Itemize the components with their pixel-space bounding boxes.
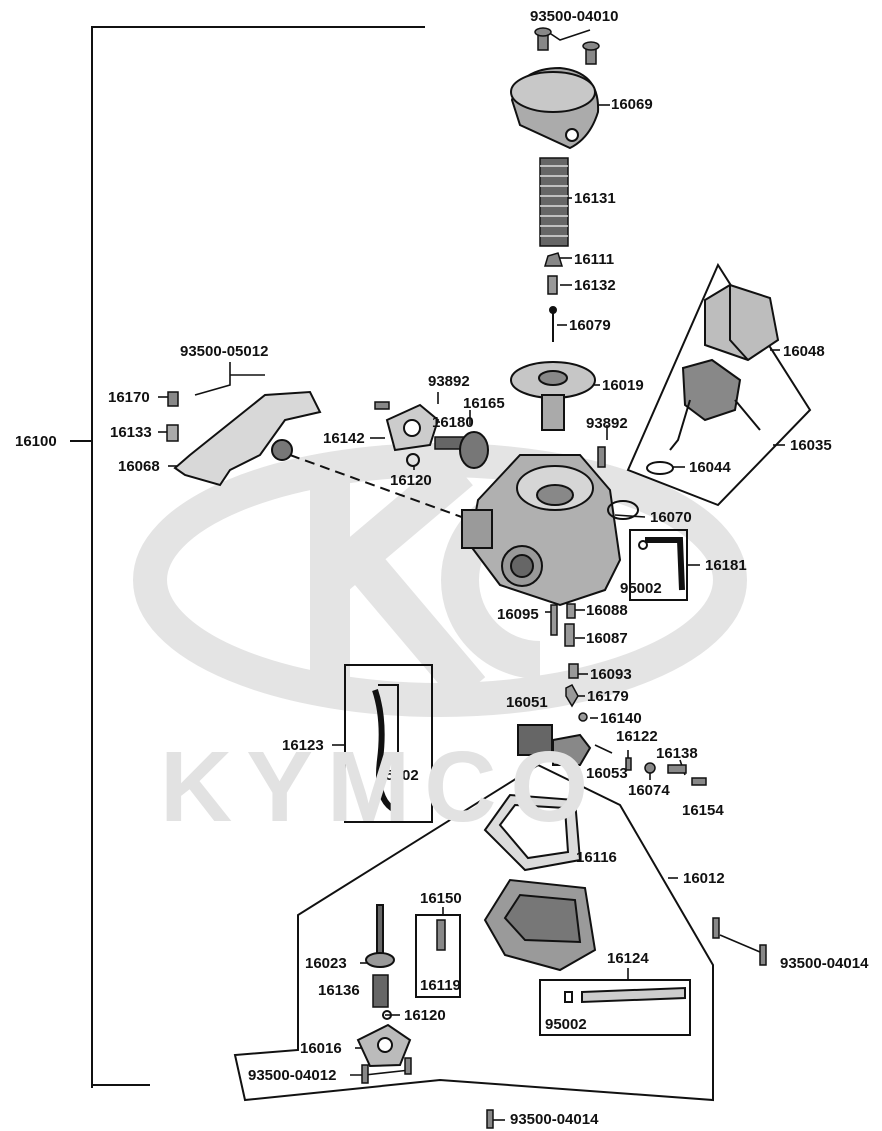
part-o-ring-16120-bottom	[382, 1010, 392, 1020]
label-93500-04014-bottom: 93500-04014	[510, 1111, 599, 1128]
label-16116: 16116	[576, 849, 617, 866]
label-16180: 16180	[432, 414, 474, 431]
label-16012: 16012	[683, 870, 725, 887]
part-sensor-16051	[517, 724, 592, 766]
label-16131: 16131	[574, 190, 616, 207]
part-needle-holder-16111	[543, 252, 564, 267]
label-95002-upper: 95002	[620, 580, 662, 597]
part-clip-16070	[607, 500, 639, 520]
part-needle-16150	[436, 919, 446, 951]
label-16111: 16111	[574, 251, 615, 268]
label-16053: 16053	[586, 765, 628, 782]
label-93500-04014-right: 93500-04014	[780, 955, 869, 972]
label-16088: 16088	[586, 602, 628, 619]
part-o-ring-16120-top	[406, 453, 420, 467]
label-16165: 16165	[463, 395, 505, 412]
group-box-16123	[344, 664, 433, 823]
part-spring-16132	[547, 275, 558, 295]
label-16035: 16035	[790, 437, 832, 454]
label-16150: 16150	[420, 890, 462, 907]
label-16181: 16181	[705, 557, 747, 574]
label-16120-upper: 16120	[390, 472, 432, 489]
part-gasket-16116	[483, 793, 582, 872]
part-spring-16131	[539, 157, 569, 247]
label-16132: 16132	[574, 277, 616, 294]
label-16070: 16070	[650, 509, 692, 526]
label-93500-04010: 93500-04010	[530, 8, 619, 25]
part-float-bowl-16012	[483, 878, 597, 972]
label-16120-lower: 16120	[404, 1007, 446, 1024]
part-plate-16142	[385, 403, 440, 452]
label-16123: 16123	[282, 737, 324, 754]
label-16154: 16154	[682, 802, 724, 819]
label-95002-lower: 95002	[545, 1016, 587, 1033]
label-16179: 16179	[587, 688, 629, 705]
part-diaphragm-16165	[459, 431, 489, 469]
label-16124: 16124	[607, 950, 649, 967]
label-16023: 16023	[305, 955, 347, 972]
label-16087: 16087	[586, 630, 628, 647]
watermark-text: KYMCO	[160, 731, 603, 843]
label-93500-04012: 93500-04012	[248, 1067, 337, 1084]
label-16138: 16138	[656, 745, 698, 762]
part-hose-16124	[564, 986, 686, 1004]
part-screw-93892	[374, 401, 606, 468]
part-choke-cap-16048	[704, 283, 780, 362]
label-16140: 16140	[600, 710, 642, 727]
label-93892-lower: 93892	[586, 415, 628, 432]
label-93500-05012: 93500-05012	[180, 343, 269, 360]
part-auto-choke-16035	[669, 358, 761, 451]
part-hose-16123	[372, 684, 399, 815]
part-plunger-16023	[365, 904, 395, 968]
label-16119: 16119	[420, 977, 461, 994]
part-spring-16136	[372, 974, 389, 1008]
group-outline-16035	[626, 262, 812, 507]
frame-lines	[70, 26, 425, 1088]
part-bracket-16068	[173, 390, 322, 487]
label-16016: 16016	[300, 1040, 342, 1057]
part-carburetor-body	[461, 454, 622, 607]
label-16019: 16019	[602, 377, 644, 394]
label-16051: 16051	[506, 694, 548, 711]
part-cover-16016	[356, 1023, 412, 1068]
label-16136: 16136	[318, 982, 360, 999]
part-jets	[550, 603, 588, 722]
label-16122: 16122	[616, 728, 658, 745]
label-16142: 16142	[323, 430, 365, 447]
group-box-16124	[539, 979, 691, 1036]
label-16069: 16069	[611, 96, 653, 113]
label-16079: 16079	[569, 317, 611, 334]
label-93892-upper: 93892	[428, 373, 470, 390]
part-small-parts	[625, 757, 707, 786]
label-16068: 16068	[118, 458, 160, 475]
label-16170: 16170	[108, 389, 150, 406]
part-screws-93500-04010	[534, 27, 600, 65]
part-spring-16133	[166, 424, 179, 442]
part-screw-16170	[167, 391, 179, 407]
part-o-ring-16044	[646, 461, 674, 475]
label-16048: 16048	[783, 343, 825, 360]
group-box-16181	[629, 529, 688, 601]
part-top-cover-16069	[510, 66, 600, 150]
part-screws-93500	[361, 917, 767, 1129]
label-95002-middle: 95002	[377, 767, 419, 784]
part-diaphragm-16019	[510, 361, 596, 431]
group-outline-16012	[233, 763, 714, 1102]
label-16074: 16074	[628, 782, 670, 799]
group-box-16150	[415, 914, 461, 998]
part-needle-16079	[549, 306, 557, 342]
label-16100: 16100	[15, 433, 57, 450]
label-16093: 16093	[590, 666, 632, 683]
label-16133: 16133	[110, 424, 152, 441]
part-hose-16181	[638, 537, 685, 591]
label-16095: 16095	[497, 606, 539, 623]
label-16044: 16044	[689, 459, 731, 476]
